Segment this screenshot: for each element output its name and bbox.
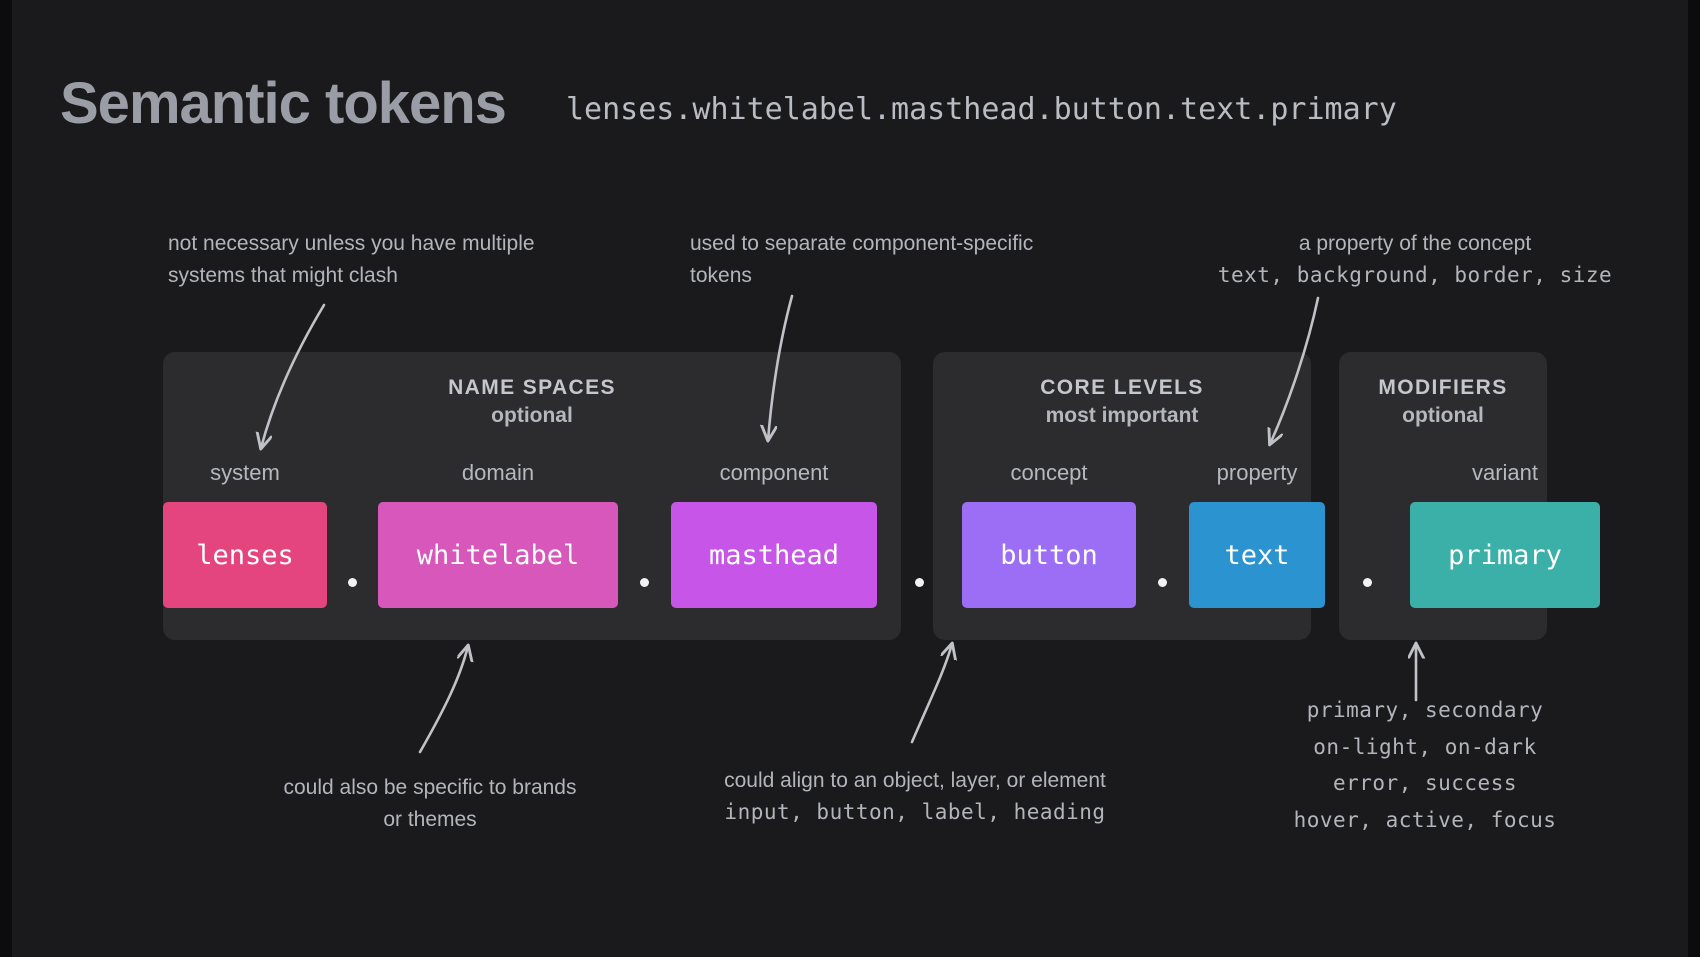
token-chip-whitelabel[interactable]: whitelabel [378,502,618,608]
annotation-variant-examples: primary, secondary on-light, on-dark err… [1265,695,1585,841]
token-chip-lenses[interactable]: lenses [163,502,327,608]
annotation-property: a property of the concept text, backgrou… [1200,228,1630,291]
right-edge-bar [1688,0,1700,957]
token-separator-dot [915,578,924,587]
token-separator-dot [640,578,649,587]
annotation-component: used to separate component-specific toke… [690,232,1034,287]
panel-header: CORE LEVELS most important [933,376,1311,428]
annotation-property-text: a property of the concept [1298,232,1532,255]
panel-title: MODIFIERS [1378,376,1508,399]
token-column-component: component masthead [671,460,877,608]
token-label: property [1216,460,1298,485]
variant-example-line: primary, secondary [1306,698,1544,722]
token-label: variant [1471,460,1539,485]
annotation-concept-text: could align to an object, layer, or elem… [724,769,1106,792]
annotation-system: not necessary unless you have multiple s… [168,232,535,287]
annotation-property-examples: text, background, border, size [1217,262,1613,287]
token-chip-primary[interactable]: primary [1410,502,1600,608]
token-path-example: lenses.whitelabel.masthead.button.text.p… [565,92,1397,127]
token-column-variant: variant primary [1410,460,1600,608]
token-separator-dot [1158,578,1167,587]
panel-subtitle: optional [1402,404,1484,427]
variant-example-line: error, success [1332,771,1517,795]
left-edge-bar [0,0,12,957]
panel-header: NAME SPACES optional [163,376,901,428]
panel-header: MODIFIERS optional [1339,376,1547,428]
token-chip-masthead[interactable]: masthead [671,502,877,608]
panel-title: CORE LEVELS [1040,376,1204,399]
token-chip-text[interactable]: text [1189,502,1325,608]
page-title: Semantic tokens [60,71,507,136]
token-column-domain: domain whitelabel [378,460,618,608]
arrow-to-domain [418,646,468,754]
token-column-concept: concept button [962,460,1136,608]
panel-subtitle: most important [1045,404,1199,427]
annotation-concept: could align to an object, layer, or elem… [645,765,1185,828]
token-label: concept [1010,460,1088,485]
annotation-concept-examples: input, button, label, heading [724,799,1106,824]
token-column-property: property text [1189,460,1325,608]
token-label: domain [461,460,535,485]
panel-title: NAME SPACES [448,376,616,399]
token-separator-dot [1363,578,1372,587]
variant-example-line: on-light, on-dark [1313,734,1537,759]
token-chip-button[interactable]: button [962,502,1136,608]
token-separator-dot [348,578,357,587]
arrow-to-concept [910,644,952,744]
annotation-domain: could also be specific to brands or them… [283,776,577,831]
token-column-system: system lenses [163,460,327,608]
token-chip-row: system lenses domain whitelabel componen… [163,460,1600,640]
panel-subtitle: optional [491,404,573,427]
variant-example-line: hover, active, focus [1293,807,1557,832]
token-label: system [210,460,280,485]
header: Semantic tokens lenses.whitelabel.masthe… [60,70,1640,160]
token-label: component [719,460,829,485]
